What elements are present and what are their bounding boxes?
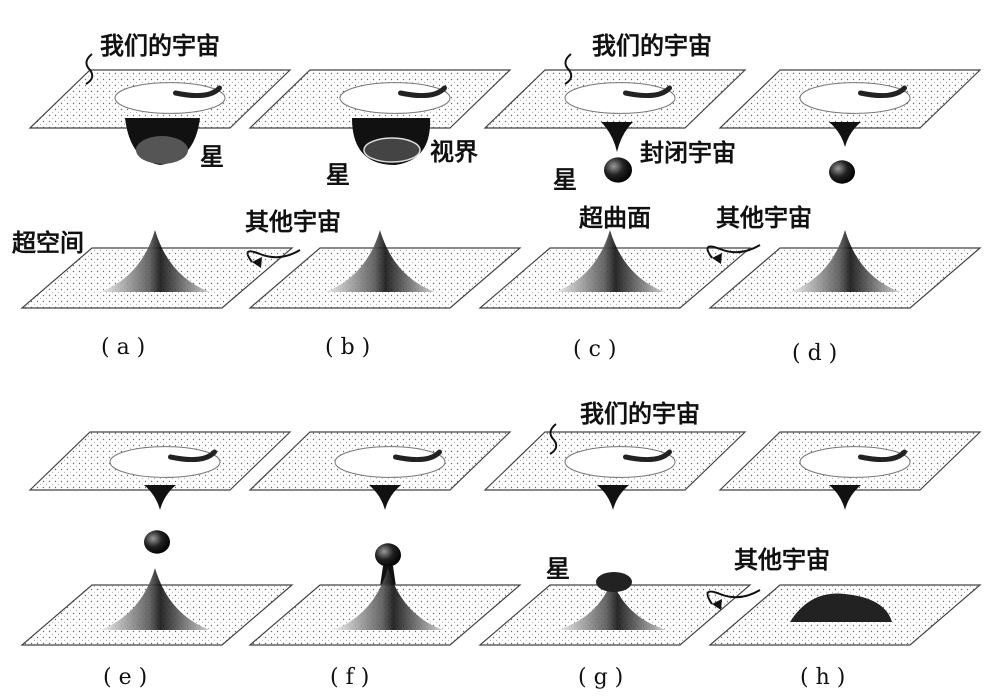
- pointer-our-universe-c: [564, 53, 573, 85]
- well-h-shade: [858, 449, 907, 463]
- arrow-other-universe-d-head: [712, 253, 722, 264]
- caption-c: ( c ): [573, 337, 617, 362]
- caption-b: ( b ): [325, 335, 371, 360]
- caption-h: ( h ): [800, 665, 846, 690]
- label-star-g: 星: [546, 555, 570, 583]
- label-hyperspace: 超空间: [12, 229, 84, 257]
- caption-d: ( d ): [792, 341, 838, 366]
- label-star-b: 星: [326, 161, 350, 189]
- caption-a: ( a ): [101, 335, 146, 360]
- label-hypersurface: 超曲面: [579, 204, 651, 232]
- neck-f: [369, 485, 401, 510]
- caption-e: ( e ): [103, 665, 148, 690]
- label-other-universe-d: 其他宇宙: [716, 204, 812, 232]
- neck-e: [144, 485, 176, 510]
- label-other-universe-b: 其他宇宙: [245, 208, 341, 236]
- hyperspace-peak-f: [333, 568, 443, 630]
- collapsed-star-h: [790, 593, 892, 622]
- well-f-shade: [393, 449, 442, 463]
- well-c-rim: [564, 82, 676, 114]
- label-star-c: 星: [553, 166, 577, 194]
- well-d-rim: [799, 82, 911, 114]
- well-c-shade: [623, 85, 672, 99]
- hypersurface-peak-c: [555, 230, 665, 292]
- well-d-shade: [858, 85, 907, 99]
- closed-universe-c: [604, 157, 632, 183]
- arrow-other-universe-d: [706, 244, 761, 259]
- label-star-a: 星: [200, 143, 224, 171]
- hyperspace-peak-b: [325, 230, 435, 292]
- pointer-our-universe-g: [549, 423, 558, 455]
- hyperspace-peak-a: [100, 230, 210, 292]
- arrow-other-universe-b: [246, 249, 301, 263]
- well-a-shade: [173, 85, 222, 99]
- hyperspace-peak-d: [790, 230, 900, 292]
- label-other-universe-h: 其他宇宙: [734, 546, 830, 574]
- arrow-other-universe-h: [706, 589, 761, 605]
- well-h-rim: [799, 446, 911, 478]
- arrow-other-universe-h-head: [712, 599, 722, 610]
- pointer-our-universe-a: [85, 53, 94, 85]
- caption-g: ( g ): [578, 665, 624, 690]
- hyperspace-peak-e: [100, 568, 210, 630]
- well-g-rim: [564, 446, 676, 478]
- caption-f: ( f ): [330, 665, 370, 690]
- well-g-shade: [623, 449, 672, 463]
- closed-universe-d: [829, 160, 855, 184]
- star-a: [136, 136, 188, 164]
- neck-h: [829, 485, 861, 510]
- star-g: [596, 572, 632, 592]
- well-e-shade: [168, 449, 217, 463]
- neck-d: [829, 122, 861, 147]
- label-our-universe-a: 我们的宇宙: [100, 32, 220, 60]
- closed-universe-f: [375, 543, 401, 567]
- neck-c: [601, 122, 633, 152]
- well-a-rim: [114, 82, 226, 114]
- star-b: [363, 137, 421, 163]
- well-b-rim: [339, 82, 451, 114]
- arrow-other-universe-b-head: [252, 257, 262, 268]
- label-horizon-b: 视界: [430, 138, 478, 166]
- well-f-rim: [334, 446, 446, 478]
- hyperspace-peak-g: [557, 580, 667, 630]
- label-our-universe-c: 我们的宇宙: [592, 32, 712, 60]
- well-e-rim: [109, 446, 221, 478]
- label-closed-universe: 封闭宇宙: [640, 139, 736, 167]
- label-our-universe-g: 我们的宇宙: [580, 400, 700, 428]
- well-b-shade: [398, 85, 447, 99]
- closed-universe-e: [144, 530, 170, 554]
- neck-g: [597, 485, 629, 510]
